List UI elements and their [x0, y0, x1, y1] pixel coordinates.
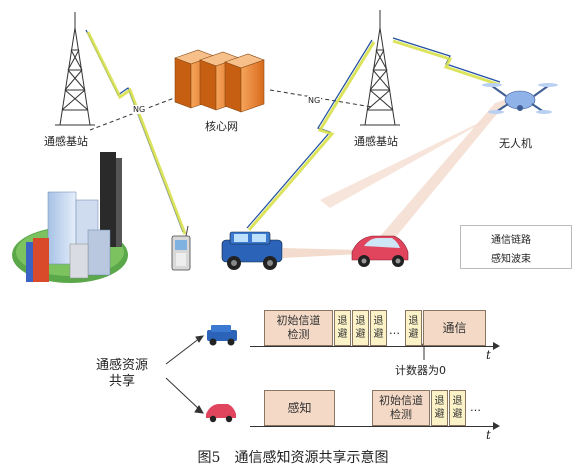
core-network-label: 核心网	[205, 120, 238, 133]
figure-caption: 图5 通信感知资源共享示意图	[197, 450, 389, 466]
axis-t-row2: t	[486, 428, 491, 442]
red-car-icon	[351, 235, 409, 267]
axis1-arrowhead	[493, 342, 500, 350]
sensing-beam-uav-far	[370, 98, 510, 250]
legend: 通信链路 感知波束	[460, 225, 572, 269]
sensing-beam-group	[283, 98, 510, 258]
row2-ellipsis: …	[470, 401, 481, 414]
timeline-axis-row1	[250, 346, 494, 347]
row1-backoff-block-4: 退避	[405, 310, 422, 346]
blue-vehicle-icon	[221, 231, 283, 270]
row2-backoff-block-1: 退避	[431, 390, 448, 426]
sensing-beam-car-to-car	[283, 248, 360, 258]
legend-sensing-beam-label: 感知波束	[491, 254, 531, 265]
ng-right-label: NG	[307, 96, 322, 105]
resource-sharing-label: 通感资源 共享	[96, 358, 148, 390]
axis2-arrowhead	[493, 422, 500, 430]
row1-backoff-block-3: 退避	[370, 310, 387, 346]
row1-ellipsis: …	[389, 324, 400, 337]
base-station-right-icon	[360, 10, 400, 126]
timeline-axis-row2	[250, 426, 494, 427]
ng-left-label: NG	[132, 105, 147, 114]
base-station-right-label: 通感基站	[354, 135, 398, 148]
row1-initial-detection-block: 初始信道检测	[264, 310, 333, 346]
sensing-beam-uav-near	[320, 110, 505, 208]
uav-icon	[482, 83, 558, 114]
timeline-red-car-icon	[206, 404, 236, 423]
row1-communication-block: 通信	[423, 310, 486, 346]
ng-link-left	[89, 91, 191, 131]
phone-icon	[171, 225, 191, 271]
counter-zero-label: 计数器为0	[395, 364, 446, 377]
resource-sharing-line1: 通感资源	[96, 358, 149, 373]
base-station-left-label: 通感基站	[44, 135, 88, 148]
row1-backoff-block-1: 退避	[334, 310, 351, 346]
timeline-blue-vehicle-icon	[207, 325, 237, 346]
core-network-servers-icon	[174, 49, 265, 113]
row2-initial-detection-block: 初始信道检测	[372, 390, 430, 426]
row2-sensing-block: 感知	[264, 390, 335, 426]
axis-t-row1: t	[486, 348, 491, 362]
city-buildings-icon	[12, 152, 128, 283]
resource-sharing-arrows	[165, 335, 205, 414]
row2-backoff-block-2: 退避	[449, 390, 466, 426]
row1-backoff-block-2: 退避	[352, 310, 369, 346]
resource-sharing-line2: 共享	[109, 374, 136, 389]
base-station-left-icon	[55, 12, 95, 126]
uav-label: 无人机	[499, 137, 532, 150]
legend-comm-link-label: 通信链路	[491, 235, 531, 246]
comm-link-group	[85, 29, 501, 235]
